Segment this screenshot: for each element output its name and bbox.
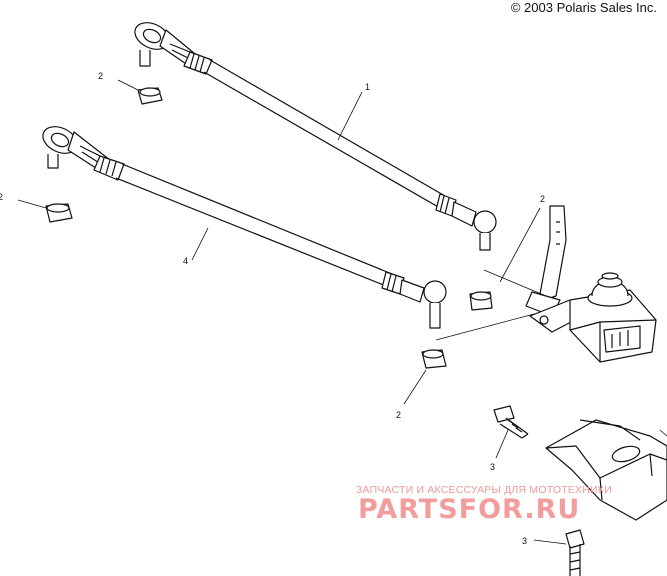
tie-rod-lower <box>42 126 447 329</box>
watermark-line: ЗАПЧАСТИ И АКСЕССУАРЫ ДЛЯ МОТОТЕХНИКИ <box>356 484 612 496</box>
shift-assembly <box>435 205 657 363</box>
callout-1: 1 <box>365 82 370 92</box>
callout-2-a: 2 <box>98 71 103 81</box>
mounting-bracket <box>545 419 667 521</box>
callout-2-b: 2 <box>0 192 3 202</box>
callout-4: 4 <box>183 256 188 266</box>
callout-2-c: 2 <box>540 194 545 204</box>
callout-3-a: 3 <box>490 462 495 472</box>
callout-3-b: 3 <box>522 536 527 546</box>
tie-rod-upper <box>134 22 497 251</box>
copyright-text: © 2003 Polaris Sales Inc. <box>510 0 657 15</box>
callout-2-d: 2 <box>396 410 401 420</box>
bolt-3-b <box>533 529 585 576</box>
nut-2-c <box>469 207 541 311</box>
bolt-3-a <box>493 405 529 459</box>
nut-2-a <box>117 79 163 105</box>
nut-2-b <box>17 199 73 223</box>
watermark-logo: PARTSFOR.RU <box>358 494 581 525</box>
nut-2-d <box>403 349 447 405</box>
